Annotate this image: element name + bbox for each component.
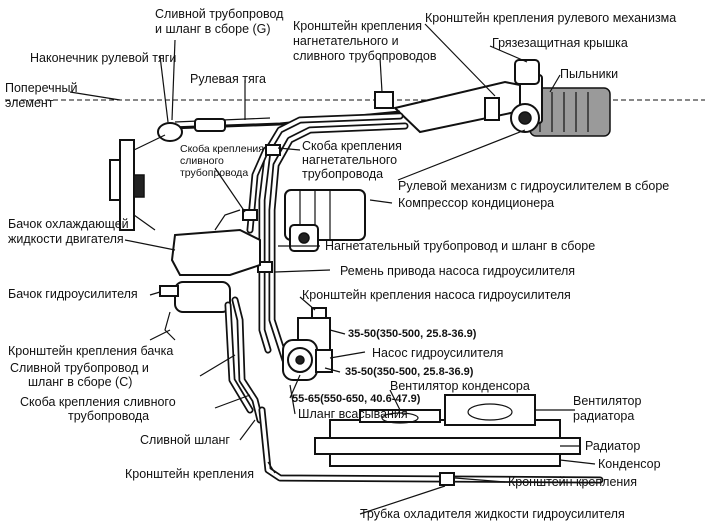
label-mount-bracket-2: Кронштейн крепления [508,475,637,489]
label-bracket-pressure-return-3: сливного трубопроводов [293,49,437,63]
label-coolant-reservoir: Бачок охлаждающей [8,217,129,231]
label-pressure-clip: Скоба крепления [302,139,402,153]
label-torque-3: 55-65(550-650, 40.6-47.9) [292,393,421,405]
label-return-clip: Скоба крепления [180,143,264,155]
label-bracket-pressure-return: Кронштейн крепления [293,19,422,33]
label-return-pipe-g-2: и шланг в сборе (G) [155,22,271,36]
ac-compressor [284,189,366,252]
label-radiator-fan: Вентилятор [573,394,641,408]
label-radiator: Радиатор [585,439,640,453]
label-return-pipe-c: Сливной трубопровод и [10,361,149,375]
cooler-pipe [258,406,604,486]
label-return-clip-b: Скоба крепления сливного [20,395,176,409]
label-condenser: Конденсор [598,457,661,471]
label-return-clip-3: трубопровода [180,167,248,179]
label-coolant-reservoir-2: жидкости двигателя [8,232,124,246]
label-boots: Пыльники [560,67,618,81]
label-mount-bracket: Кронштейн крепления [125,467,254,481]
label-ps-reservoir: Бачок гидроусилителя [8,287,138,301]
label-ps-pump: Насос гидроусилителя [372,346,503,360]
label-ac-compressor: Компрессор кондиционера [398,196,554,210]
leader-lines [69,23,596,515]
label-steering-gear-bracket: Кронштейн крепления рулевого механизма [425,11,676,25]
label-cross-member: Поперечный [5,81,78,95]
ps-reservoir [159,281,231,341]
return-pipe-c [224,296,264,424]
label-return-clip-b-2: трубопровода [68,409,149,423]
label-return-hose: Сливной шланг [140,433,230,447]
label-condenser-fan: Вентилятор конденсора [390,379,530,393]
label-pump-belt: Ремень привода насоса гидроусилителя [340,264,575,278]
label-reservoir-bracket: Кронштейн крепления бачка [8,344,173,358]
label-torque-1: 35-50(350-500, 25.8-36.9) [348,328,477,340]
label-return-pipe-c-2: шланг в сборе (C) [28,375,132,389]
label-pressure-clip-2: нагнетательного [302,153,397,167]
label-dust-cover: Грязезащитная крышка [492,36,628,50]
steering-rack [374,59,611,137]
label-cross-member-2: элемент [5,96,54,110]
return-clip-icon [242,209,258,221]
label-return-pipe-g: Сливной трубопровод [155,7,284,21]
label-pump-bracket: Кронштейн крепления насоса гидроусилител… [302,288,571,302]
radiator-assembly [314,394,581,467]
pressure-clip-icon [265,144,281,156]
label-radiator-fan-2: радиатора [573,409,634,423]
label-torque-2: 35-50(350-500, 25.8-36.9) [345,366,474,378]
label-return-clip-2: сливного [180,155,224,167]
clip-icon [257,261,273,273]
label-tie-rod-end: Наконечник рулевой тяги [30,51,176,65]
label-suction-hose: Шланг всасывания [298,407,408,421]
label-pressure-clip-3: трубопровода [302,167,383,181]
ps-pump [282,307,333,381]
label-steering-assembly: Рулевой механизм с гидроусилителем в сбо… [398,179,669,193]
label-tie-rod: Рулевая тяга [190,72,266,86]
label-cooler-pipe: Трубка охладителя жидкости гидроусилител… [360,507,625,521]
steering-knuckle [109,134,166,231]
label-bracket-pressure-return-2: нагнетательного и [293,34,399,48]
coolant-reservoir [170,209,261,276]
label-pressure-hose: Нагнетательный трубопровод и шланг в сбо… [325,239,595,253]
